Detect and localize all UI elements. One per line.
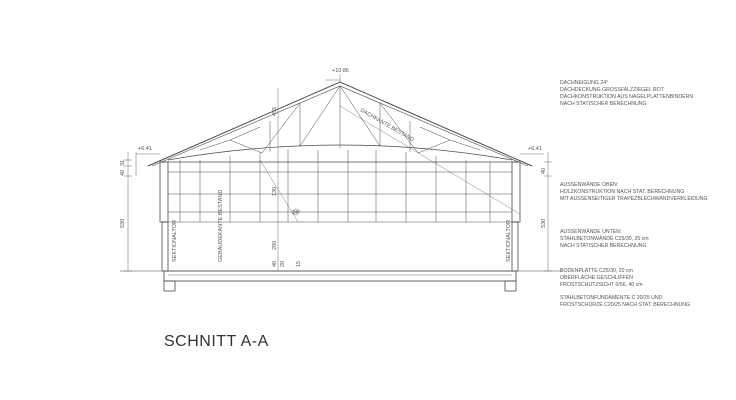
svg-text:STAHLBETONFUNDAMENTE C 20/25 U: STAHLBETONFUNDAMENTE C 20/25 UND: [560, 295, 663, 301]
left-dim-40: 40: [120, 170, 126, 176]
roof-truss: [147, 81, 533, 167]
ridge-elevation: +10.86: [332, 68, 349, 74]
left-dimension-chain: [124, 152, 160, 272]
notes-foundation: STAHLBETONFUNDAMENTE C 20/25 UND FROSTSC…: [560, 295, 690, 308]
svg-text:NACH STATISCHER BERECHNUNG: NACH STATISCHER BERECHNUNG: [560, 243, 647, 249]
svg-text:DACHKONSTRUKTION AUS NAGELPLAT: DACHKONSTRUKTION AUS NAGELPLATTENBINDERN: [560, 94, 693, 100]
timber-wall-left: [159, 161, 169, 223]
section-title: SCHNITT A-A: [164, 333, 269, 350]
left-dim-530: 530: [120, 219, 126, 228]
svg-text:AUSSENWÄNDE UNTEN:: AUSSENWÄNDE UNTEN:: [560, 228, 621, 235]
eave-elevation-left: +6.41: [138, 146, 152, 152]
slope-mark-circle: [292, 208, 300, 216]
inner-dim-280: 280: [272, 241, 278, 250]
notes-walls-upper: AUSSENWÄNDE OBEN: HOLZKONSTRUKTION NACH …: [560, 181, 708, 202]
inner-dim-130: 130: [272, 187, 278, 196]
concrete-wall-left: [161, 221, 169, 272]
diagonal-ghost-lines: [259, 105, 521, 223]
inner-dim-15: 15: [296, 261, 302, 267]
svg-text:FROSTSCHÜRZE C20/25 NACH STAT.: FROSTSCHÜRZE C20/25 NACH STAT. BERECHNUN…: [560, 301, 690, 308]
svg-text:STAHLBETONWÄNDE C25/30, 25 cm: STAHLBETONWÄNDE C25/30, 25 cm: [560, 235, 649, 242]
label-sektionaltor-left: SEKTIONALTOR: [172, 220, 178, 262]
inner-dim-20: 20: [280, 261, 286, 267]
foundation-right: [504, 280, 517, 292]
label-sektionaltor-right: SEKTIONALTOR: [506, 220, 512, 262]
slope-mark: 24°: [292, 210, 300, 216]
svg-text:HOLZKONSTRUKTION NACH STAT. BE: HOLZKONSTRUKTION NACH STAT. BERECHNUNG: [560, 189, 684, 195]
notes-slab: BODENPLATTE C25/30, 20 cm OBERFLÄCHE GES…: [560, 268, 643, 288]
label-dachkante: DACHKANTE BESTAND: [359, 108, 415, 144]
svg-text:DACHNEIGUNG 24°: DACHNEIGUNG 24°: [560, 80, 608, 86]
svg-text:NACH STATISCHER BERECHNUNG: NACH STATISCHER BERECHNUNG: [560, 101, 647, 107]
floor-slab: [163, 270, 517, 282]
notes-roof: DACHNEIGUNG 24° DACHDECKUNG GROSSFALZZIE…: [560, 80, 693, 107]
ridge-marker: [326, 74, 341, 82]
concrete-wall-right: [511, 221, 519, 272]
right-dim-40: 40: [541, 168, 547, 174]
timber-wall-right: [511, 161, 521, 223]
label-gebaeudekante: GEBÄUDEKANTE BESTAND: [217, 190, 224, 262]
right-dim-530: 530: [541, 219, 547, 228]
notes-walls-lower: AUSSENWÄNDE UNTEN: STAHLBETONWÄNDE C25/3…: [560, 228, 649, 249]
inner-dim-40: 40: [272, 261, 278, 267]
svg-text:MIT AUSSENSEITIGER TRAPEZBLECH: MIT AUSSENSEITIGER TRAPEZBLECHWANDVERKLE…: [560, 196, 708, 202]
svg-text:FROSTSCHUTZSICHT 0/56, 40 cm: FROSTSCHUTZSICHT 0/56, 40 cm: [560, 282, 643, 288]
svg-text:AUSSENWÄNDE OBEN:: AUSSENWÄNDE OBEN:: [560, 181, 618, 188]
svg-text:BODENPLATTE C25/30, 20 cm: BODENPLATTE C25/30, 20 cm: [560, 268, 633, 274]
right-dimension-chain: [520, 152, 552, 272]
svg-text:DACHDECKUNG GROSSFALZZIEGEL RO: DACHDECKUNG GROSSFALZZIEGEL ROT: [560, 87, 665, 93]
eave-elevation-right: +6.41: [528, 146, 542, 152]
foundation-left: [163, 280, 176, 292]
left-dim-31: 31: [120, 160, 126, 166]
inner-dim-455: 455: [272, 107, 278, 116]
svg-text:OBERFLÄCHE GESCHLIFFEN: OBERFLÄCHE GESCHLIFFEN: [560, 274, 633, 281]
